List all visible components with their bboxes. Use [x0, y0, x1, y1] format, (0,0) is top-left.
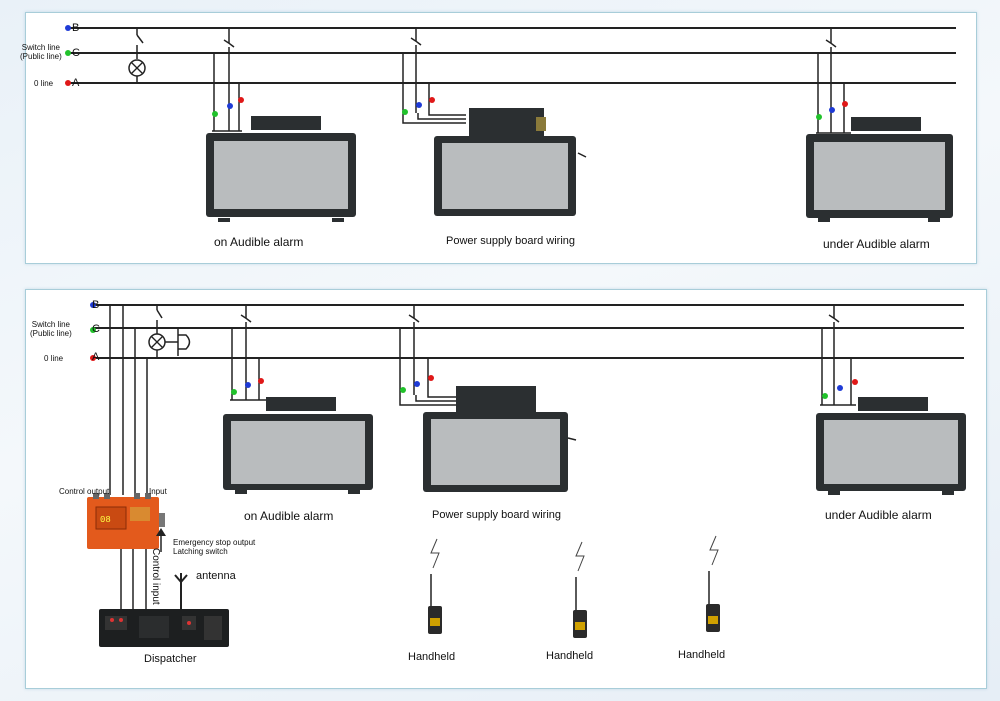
switch-line-label: Switch line(Public line)	[20, 43, 62, 61]
control-risers	[109, 305, 148, 495]
line-c-label: C	[72, 47, 80, 59]
dot-a	[90, 355, 96, 361]
audible-alarm-right	[806, 117, 953, 222]
device-center-label: Power supply board wiring	[432, 509, 562, 521]
switch-line-label: Switch line(Public line)	[30, 320, 72, 338]
antenna-label: antenna	[196, 570, 236, 582]
control-input-label: Control input	[150, 548, 161, 605]
dispatcher-label: Dispatcher	[144, 653, 197, 665]
audible-alarm-left	[223, 397, 373, 494]
zero-line-label: 0 line	[44, 354, 64, 363]
device-right-label: under Audible alarm	[823, 237, 930, 251]
push-button-icon	[165, 328, 191, 356]
line-a-label: A	[72, 77, 80, 89]
walkie-talkie-icon	[428, 574, 442, 634]
line-a-label: A	[92, 351, 100, 363]
drop-wires-center	[399, 305, 456, 406]
control-box: 08	[87, 493, 165, 549]
dot-b	[90, 302, 96, 308]
zero-line-label: 0 line	[34, 79, 54, 88]
audible-alarm-left	[206, 116, 356, 222]
device-left-label: on Audible alarm	[214, 235, 304, 249]
power-supply-board	[434, 108, 587, 216]
bottom-wiring-diagram: 08	[87, 302, 966, 647]
control-output-label: Control output	[59, 487, 110, 496]
device-right-label: under Audible alarm	[825, 508, 932, 522]
panel-dispatch-wiring: 08	[25, 289, 987, 689]
dot-c	[90, 327, 96, 333]
audible-alarm-right	[816, 397, 966, 495]
device-center-label: Power supply board wiring	[446, 235, 576, 247]
lightning-icon	[430, 535, 719, 572]
lamp-icon	[148, 333, 166, 358]
drop-wires-left	[212, 28, 242, 132]
line-b-label: B	[92, 299, 100, 311]
drop-wires-right	[820, 305, 856, 406]
lamp-icon	[128, 59, 146, 83]
input-label: Input	[149, 487, 167, 496]
device-left-label: on Audible alarm	[244, 509, 334, 523]
antenna-icon	[174, 573, 188, 610]
line-b-label: B	[72, 22, 80, 34]
drop-wires-center	[402, 28, 466, 124]
arrow-up-icon	[156, 528, 166, 536]
walkie-talkie-icon	[573, 577, 587, 638]
handheld-label-1: Handheld	[408, 651, 456, 663]
dispatcher-unit	[99, 609, 229, 647]
top-wiring-diagram	[65, 25, 956, 222]
switch-icon	[136, 28, 144, 59]
handheld-label-2: Handheld	[546, 650, 594, 662]
switch-icon	[156, 305, 163, 334]
handheld-label-3: Handheld	[678, 649, 726, 661]
svg-text:08: 08	[100, 515, 111, 525]
power-supply-board	[423, 386, 577, 492]
drop-wires-left	[230, 305, 266, 401]
dot-c	[65, 50, 71, 56]
walkie-talkie-icon	[706, 571, 720, 632]
dot-b	[65, 25, 71, 31]
line-c-label: C	[92, 323, 100, 335]
panel-basic-wiring: B C A Switch line(Public line) 0 line on…	[20, 12, 977, 264]
dot-a	[65, 80, 71, 86]
